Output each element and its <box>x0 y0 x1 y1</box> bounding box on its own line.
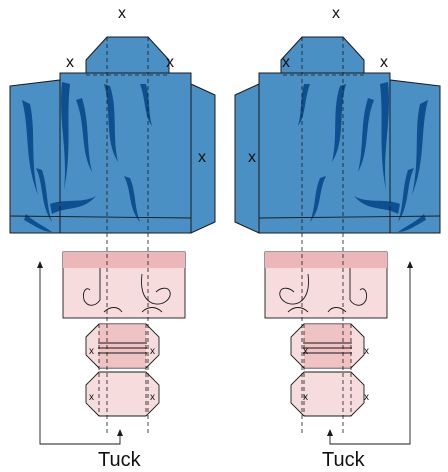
label-small-1: x <box>89 346 94 357</box>
label-top: x <box>332 5 340 22</box>
arrowhead-up <box>37 261 43 268</box>
right-net: x x x x x x x x Tuck <box>234 5 441 471</box>
label-small-3: x <box>89 392 94 403</box>
tuck-arrow <box>329 266 411 445</box>
arrowhead-up <box>327 429 333 436</box>
label-top: x <box>118 5 126 22</box>
label-small-2: x <box>150 346 155 357</box>
label-small-4: x <box>150 392 155 403</box>
left-net: x x x x x x x x Tuck <box>9 5 216 471</box>
tuck-label: Tuck <box>98 449 142 471</box>
label-upper-left: x <box>66 54 74 71</box>
label-side: x <box>248 149 256 166</box>
label-upper-right: x <box>166 54 174 71</box>
label-small-4: x <box>364 392 369 403</box>
arrowhead-up <box>117 429 123 436</box>
label-small-3: x <box>303 392 308 403</box>
label-small-2: x <box>364 346 369 357</box>
label-small-1: x <box>303 346 308 357</box>
tuck-arrow <box>39 266 121 445</box>
label-side: x <box>198 149 206 166</box>
tuck-label: Tuck <box>322 449 366 471</box>
arrowhead-up <box>407 261 413 268</box>
label-upper-left: x <box>282 54 290 71</box>
label-upper-right: x <box>380 54 388 71</box>
